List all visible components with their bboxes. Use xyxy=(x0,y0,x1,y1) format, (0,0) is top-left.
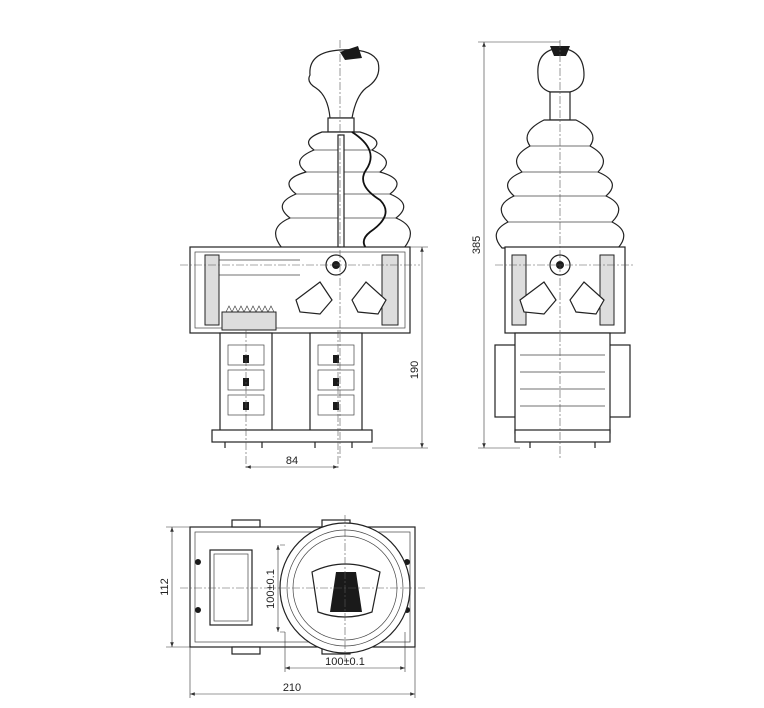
dim-84: 84 xyxy=(286,455,298,467)
switch-module-right xyxy=(309,332,363,434)
dim-100-horizontal: 100±0.1 xyxy=(325,656,365,668)
dim-100-vertical: 100±0.1 xyxy=(265,569,277,609)
top-view: 100±0.1 100±0.1 210 112 xyxy=(159,515,425,698)
nameplate xyxy=(209,549,253,626)
dim-190: 190 xyxy=(409,361,421,379)
base-plate xyxy=(211,429,373,443)
side-view: 385 xyxy=(471,40,635,460)
bellows xyxy=(275,131,411,256)
front-view: 84 190 xyxy=(180,40,428,470)
dim-385: 385 xyxy=(471,236,483,254)
frame xyxy=(189,246,411,334)
dim-210: 210 xyxy=(283,682,301,694)
handle-grip xyxy=(308,46,380,133)
dim-112: 112 xyxy=(159,578,171,596)
